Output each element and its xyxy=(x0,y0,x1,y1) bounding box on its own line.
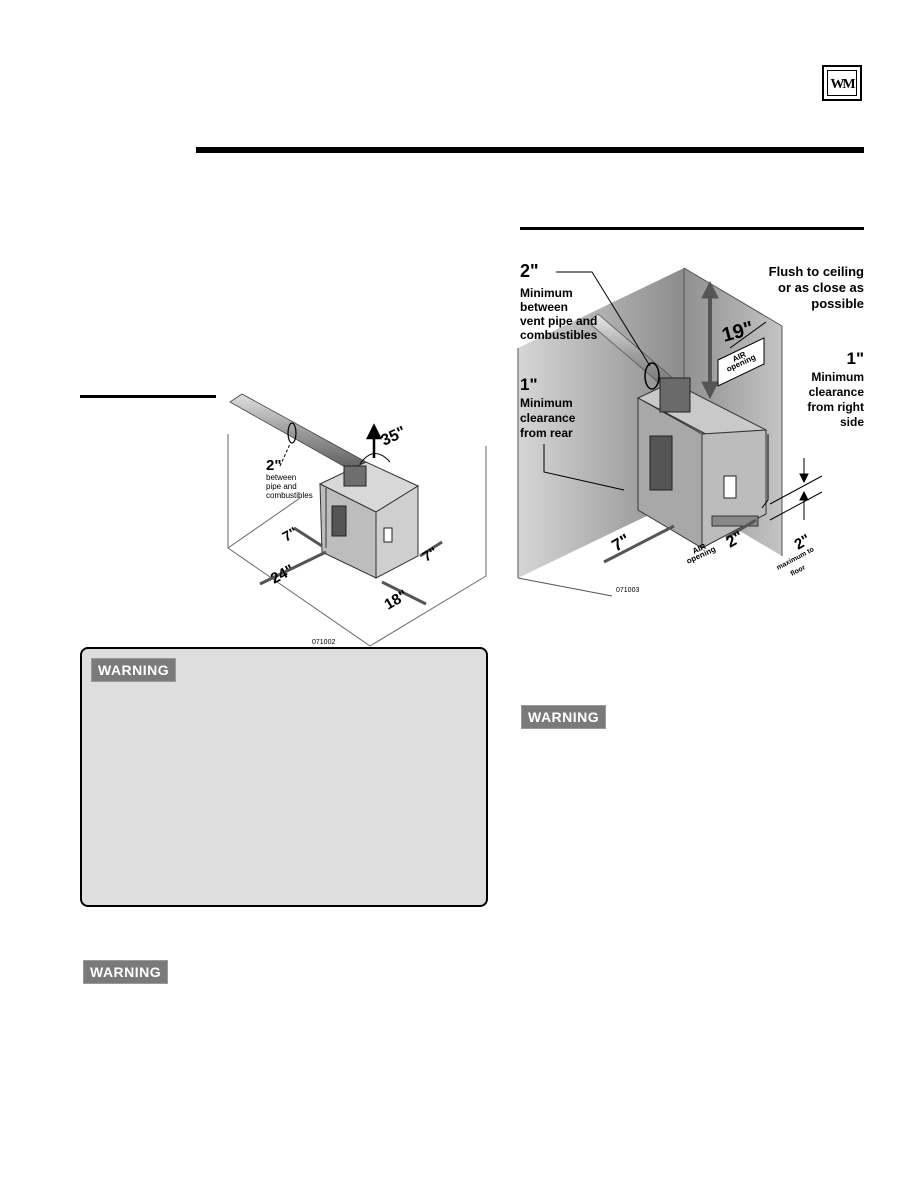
right-clearance-note: Minimum clearance from right side xyxy=(807,370,864,430)
ceiling-note-line-1: Flush to ceiling xyxy=(768,264,864,279)
pipe-note-line-1: between xyxy=(266,473,296,482)
air-opening-top: AIR opening xyxy=(717,337,765,387)
clearance-top-arrow xyxy=(701,280,719,400)
rear-clearance-dim: 1" xyxy=(520,375,538,394)
right-clearance-dim: 1" xyxy=(846,349,864,368)
right-note-line-3: from right xyxy=(807,400,864,414)
brand-logo: WM xyxy=(822,65,862,101)
dim-bottom-label: 2" xyxy=(724,528,747,551)
dim-left-side-label: 7" xyxy=(280,524,301,545)
vent-pipe xyxy=(229,393,367,473)
header-rule xyxy=(196,147,864,153)
pipe-note-line-2: pipe and xyxy=(266,482,297,491)
pipe-clearance-dim: 2" xyxy=(520,261,539,281)
pipe-note-line-1: Minimum xyxy=(520,286,573,300)
rear-note-line-2: clearance xyxy=(520,411,576,425)
ceiling-note-line-2: or as close as xyxy=(778,280,864,295)
brand-logo-text: WM xyxy=(827,70,857,96)
ceiling-note-line-3: possible xyxy=(811,296,864,311)
dim-pipe-label: 2" xyxy=(266,457,281,474)
boiler-clearance-figure-left: 35" 2" between pipe and combustibles 7" … xyxy=(227,393,487,647)
right-note-line-1: Minimum xyxy=(811,370,864,384)
warning-box xyxy=(80,647,488,907)
boiler-clearance-figure-right: 19" AIR opening 7" 2" AIR opening 2" max… xyxy=(517,267,823,597)
pipe-note-line-2: between xyxy=(520,300,569,314)
rear-note-line-1: Minimum xyxy=(520,396,573,410)
boiler-unit xyxy=(636,377,768,549)
pipe-note-line-4: combustibles xyxy=(520,328,598,342)
figure-code: 071002 xyxy=(312,639,335,646)
pipe-clearance-leader xyxy=(279,443,291,467)
figure-code: 071003 xyxy=(616,587,639,594)
pipe-note-line-3: combustibles xyxy=(266,491,313,500)
pipe-note-line-3: vent pipe and xyxy=(520,314,598,328)
annotation-leaders xyxy=(543,271,769,509)
floor-dimension-arrows xyxy=(603,518,757,564)
dim-floor-label: 2" xyxy=(792,531,814,553)
right-note-line-4: side xyxy=(839,415,864,429)
dim-right-side-label: 7" xyxy=(420,544,441,565)
room-outline xyxy=(227,434,487,647)
rear-clearance-note: Minimum clearance from rear xyxy=(520,396,575,441)
warning-badge-left: WARNING xyxy=(84,961,168,983)
dim-front-left-label: 24" xyxy=(268,561,297,587)
dim-front-label: 7" xyxy=(609,530,634,555)
dim-top-label: 35" xyxy=(379,423,409,449)
air-opening-bottom: AIR opening xyxy=(685,542,717,566)
floor-dimension-arrows xyxy=(259,526,443,606)
pipe-clearance-note: Minimum between vent pipe and combustibl… xyxy=(520,286,597,342)
alcove-outline xyxy=(517,267,783,597)
floor-note-line-2: floor xyxy=(790,564,807,578)
rear-note-line-3: from rear xyxy=(520,426,573,440)
warning-badge-right: WARNING xyxy=(522,706,606,728)
boiler-unit xyxy=(318,461,420,579)
dim-front-right-label: 18" xyxy=(382,587,411,614)
warning-box-badge: WARNING xyxy=(92,659,176,681)
ceiling-note: Flush to ceiling or as close as possible xyxy=(769,264,864,312)
right-note-line-2: clearance xyxy=(808,385,864,399)
section-rule-left xyxy=(80,395,216,398)
floor-gap-indicator xyxy=(769,458,823,521)
clearance-top-arrow xyxy=(359,423,391,465)
section-rule-right xyxy=(520,227,864,230)
